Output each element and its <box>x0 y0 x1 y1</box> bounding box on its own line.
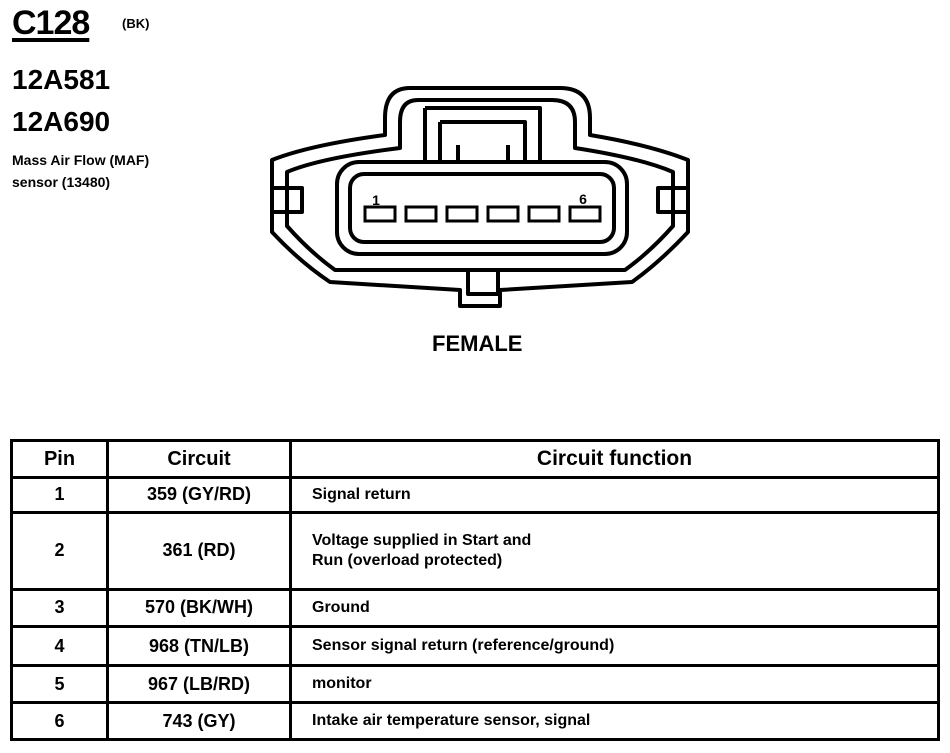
pin-first-label: 1 <box>372 192 380 208</box>
connector-gender-label: FEMALE <box>432 331 523 356</box>
circuit-function: monitor <box>289 664 940 705</box>
bottom-key <box>466 268 500 296</box>
pin-number: 1 <box>10 476 109 514</box>
left-latch <box>270 186 304 214</box>
connector-face-diagram: 1 6 <box>270 86 690 308</box>
circuit-id: 570 (BK/WH) <box>106 587 292 629</box>
circuit-id: 968 (TN/LB) <box>106 625 292 668</box>
terminal-slot-2 <box>404 205 438 223</box>
terminal-slot-4 <box>486 205 520 223</box>
table-row: 6 743 (GY) Intake air temperature sensor… <box>10 701 940 741</box>
terminal-cavity-outer <box>335 160 629 256</box>
part-number-2: 12A690 <box>12 106 111 137</box>
circuit-id: 967 (LB/RD) <box>106 664 292 705</box>
circuit-id: 361 (RD) <box>106 510 292 591</box>
circuit-id: 359 (GY/RD) <box>106 476 292 514</box>
circuit-function: Voltage supplied in Start and Run (overl… <box>289 510 940 591</box>
pin-number: 4 <box>10 625 109 668</box>
right-latch <box>656 186 690 214</box>
header-circuit-function: Circuit function <box>289 439 940 479</box>
circuit-function: Intake air temperature sensor, signal <box>289 701 940 741</box>
pin-number: 5 <box>10 664 109 705</box>
circuit-function: Ground <box>289 587 940 629</box>
circuit-function: Signal return <box>289 476 940 514</box>
connector-color-code: (BK) <box>122 16 150 31</box>
pin-circuit-table: Pin Circuit Circuit function 1 359 (GY/R… <box>10 439 940 741</box>
part-number-1: 12A581 <box>12 64 111 95</box>
terminal-slot-1 <box>363 205 397 223</box>
table-header-row: Pin Circuit Circuit function <box>10 439 940 479</box>
connector-outer-housing <box>270 86 690 308</box>
terminal-slot-5 <box>527 205 561 223</box>
circuit-function: Sensor signal return (reference/ground) <box>289 625 940 668</box>
locking-tab <box>423 106 542 162</box>
component-description-line-1: Mass Air Flow (MAF) <box>12 152 150 168</box>
circuit-id: 743 (GY) <box>106 701 292 741</box>
header-pin: Pin <box>10 439 109 479</box>
table-row: 5 967 (LB/RD) monitor <box>10 664 940 705</box>
terminal-slot-3 <box>445 205 479 223</box>
pin-last-label: 6 <box>579 191 587 207</box>
header-circuit: Circuit <box>106 439 292 479</box>
table-row: 2 361 (RD) Voltage supplied in Start and… <box>10 510 940 591</box>
pin-number: 3 <box>10 587 109 629</box>
terminal-slot-6 <box>568 205 602 223</box>
table-row: 1 359 (GY/RD) Signal return <box>10 476 940 514</box>
locking-tab-inner <box>438 120 527 162</box>
table-row: 3 570 (BK/WH) Ground <box>10 587 940 629</box>
circuit-function-line-2: Run (overload protected) <box>312 551 503 569</box>
terminal-cavity-inner <box>348 172 616 244</box>
pin-number: 6 <box>10 701 109 741</box>
connector-inner-housing <box>285 98 675 272</box>
table-row: 4 968 (TN/LB) Sensor signal return (refe… <box>10 625 940 668</box>
pin-number: 2 <box>10 510 109 591</box>
component-description-line-2: sensor (13480) <box>12 174 111 190</box>
connector-id: C128 <box>12 4 90 42</box>
circuit-function-line-1: Voltage supplied in Start and <box>312 531 532 549</box>
